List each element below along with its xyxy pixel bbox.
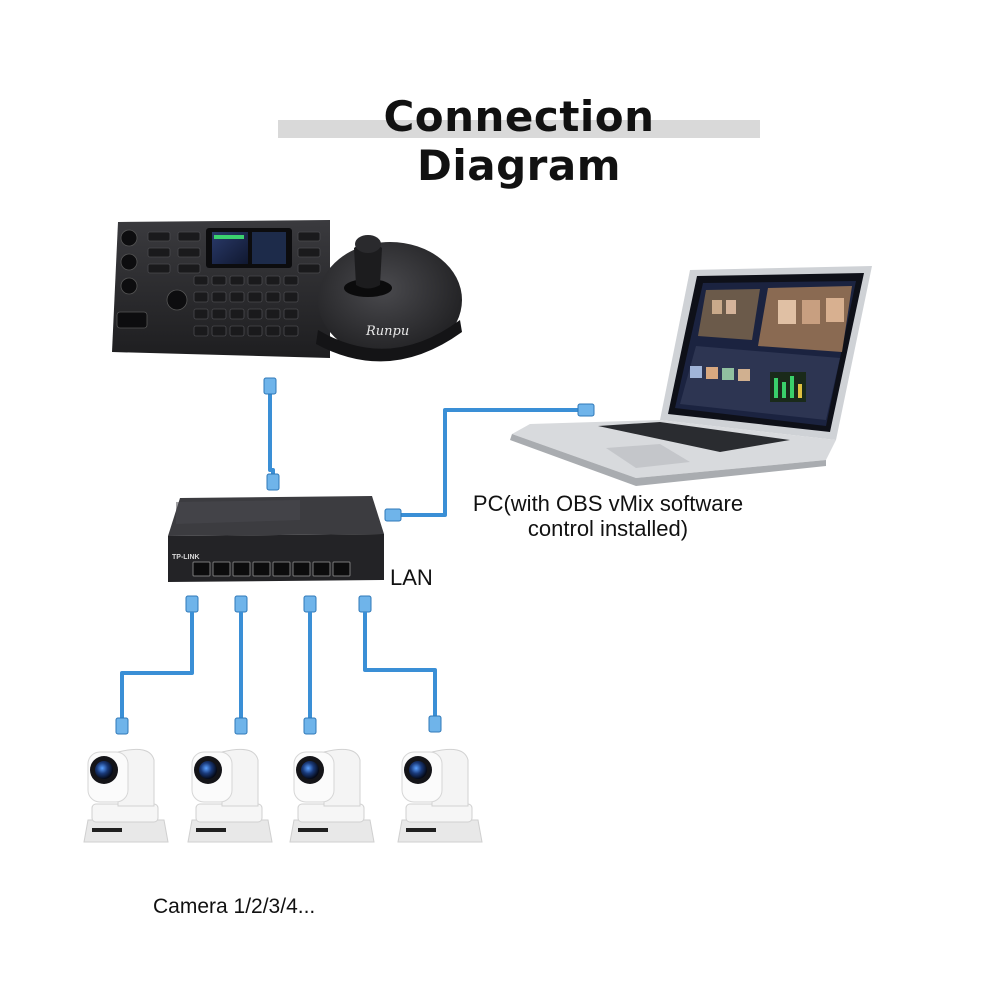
cables [120, 392, 588, 720]
ptz-camera-4 [397, 748, 483, 843]
title-underline-band [278, 120, 760, 138]
laptop-pc [510, 266, 872, 486]
cable-switch-to-camera-4 [363, 625, 437, 718]
lan-label: LAN [390, 565, 433, 590]
cameras-label: Camera 1/2/3/4... [153, 895, 316, 918]
rj45-connectors [115, 377, 595, 735]
ptz-camera-3 [289, 748, 375, 843]
laptop-touchpad [606, 444, 690, 468]
switch-ports [192, 561, 351, 577]
ptz-camera-2 [187, 748, 273, 843]
ptz-controller-keyboard: Runpu [112, 220, 462, 362]
network-switch: TP-LINK [168, 496, 384, 582]
page-title: Connection Diagram [383, 92, 655, 190]
pc-label-line1: PC(with OBS vMix software [472, 491, 744, 516]
title-block: Connection Diagram [278, 92, 760, 190]
controller-brand: Runpu [365, 324, 409, 339]
ptz-camera-1 [83, 748, 169, 843]
controller-keypad [147, 231, 321, 337]
laptop-screen-content [680, 286, 852, 420]
cable-pc-to-switch [400, 408, 588, 517]
joystick [344, 235, 392, 297]
cable-switch-to-camera-1 [120, 625, 194, 720]
switch-brand: TP-LINK [172, 554, 200, 561]
controller-knobs [120, 229, 188, 311]
laptop-keyboard [598, 422, 790, 452]
pc-label-line2: control installed) [527, 516, 689, 541]
